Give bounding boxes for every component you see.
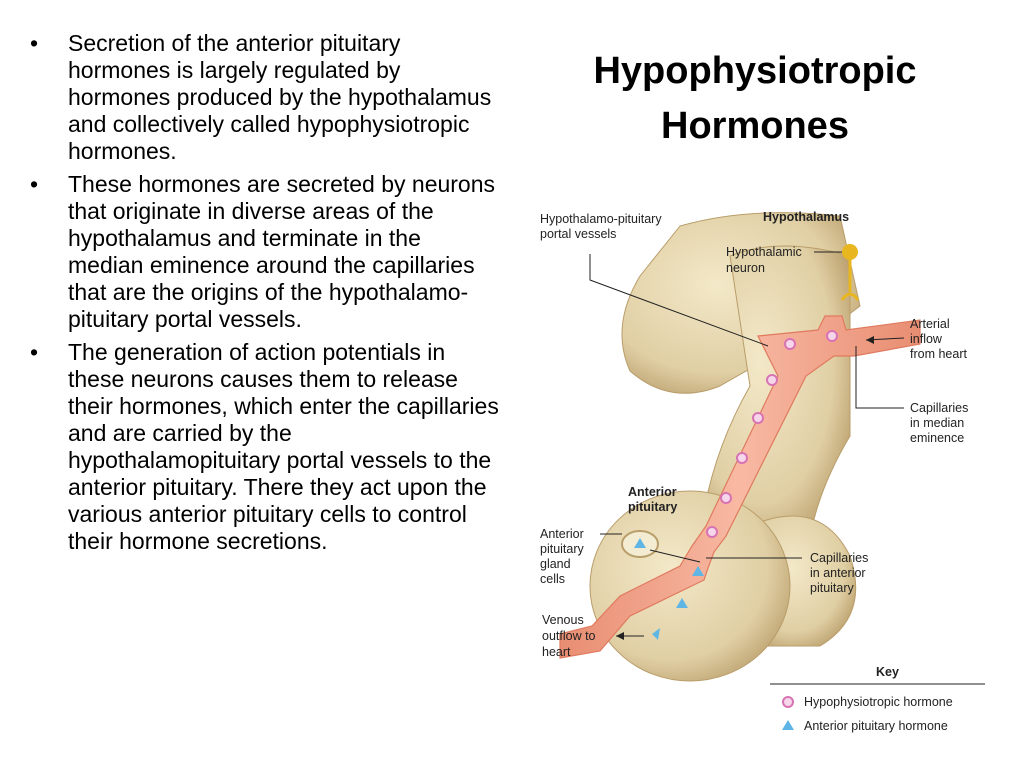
label-anterior-pituitary-2: pituitary (628, 500, 677, 514)
label-gland-4: cells (540, 572, 565, 586)
bullet-item: • These hormones are secreted by neurons… (30, 171, 500, 333)
neuron-cell-body (842, 244, 858, 260)
gland-cell-hormone (634, 538, 646, 548)
label-cap-anterior-2: in anterior (810, 566, 866, 580)
label-cap-anterior-3: pituitary (810, 581, 855, 595)
bullet-text: The generation of action potentials in t… (68, 339, 499, 554)
title-line-2: Hormones (661, 105, 849, 147)
hypothalamus-pituitary-diagram: Hypothalamo-pituitary portal vessels Hyp… (520, 196, 1000, 756)
label-venous-2: outflow to (542, 629, 596, 643)
portal-vessel (559, 315, 921, 659)
label-cap-median-1: Capillaries (910, 401, 968, 415)
neuron-terminal (840, 292, 860, 301)
label-portal-vessels-2: portal vessels (540, 227, 616, 241)
label-cap-anterior-1: Capillaries (810, 551, 868, 565)
key-hypophysiotropic-icon (782, 696, 794, 708)
label-arterial-1: Arterial (910, 317, 950, 331)
label-venous-3: heart (542, 645, 571, 659)
bullet-marker: • (30, 171, 39, 197)
label-gland-3: gland (540, 557, 571, 571)
leader-lines (589, 251, 905, 637)
key-anterior-icon (782, 720, 794, 730)
label-neuron-2: neuron (726, 261, 765, 275)
arrow-venous (616, 632, 624, 640)
arrow-arterial (866, 336, 874, 344)
diagram-svg: Hypothalamo-pituitary portal vessels Hyp… (540, 210, 985, 733)
bullet-list: • Secretion of the anterior pituitary ho… (30, 30, 500, 561)
label-anterior-pituitary-1: Anterior (628, 485, 677, 499)
slide-title: Hypophysiotropic Hormones (520, 44, 990, 154)
key-anterior-label: Anterior pituitary hormone (804, 719, 948, 733)
key-hypophysiotropic-label: Hypophysiotropic hormone (804, 695, 953, 709)
bullet-text: Secretion of the anterior pituitary horm… (68, 30, 492, 164)
title-line-1: Hypophysiotropic (593, 50, 917, 92)
label-arterial-2: inflow (910, 332, 943, 346)
label-arterial-3: from heart (910, 347, 967, 361)
label-cap-median-3: eminence (910, 431, 964, 445)
bullet-marker: • (30, 339, 39, 365)
bullet-text: These hormones are secreted by neurons t… (68, 171, 496, 332)
label-portal-vessels-1: Hypothalamo-pituitary (540, 212, 662, 226)
key-title: Key (876, 665, 899, 679)
label-gland-1: Anterior (540, 527, 584, 541)
hypophysiotropic-hormones (706, 330, 838, 538)
label-neuron-1: Hypothalamic (726, 245, 802, 259)
bullet-item: • The generation of action potentials in… (30, 339, 500, 555)
bullet-item: • Secretion of the anterior pituitary ho… (30, 30, 500, 165)
anterior-pituitary-hormones (652, 566, 704, 640)
bullet-marker: • (30, 30, 39, 56)
label-cap-median-2: in median (910, 416, 964, 430)
label-gland-2: pituitary (540, 542, 585, 556)
label-venous-1: Venous (542, 613, 584, 627)
label-hypothalamus: Hypothalamus (763, 210, 849, 224)
